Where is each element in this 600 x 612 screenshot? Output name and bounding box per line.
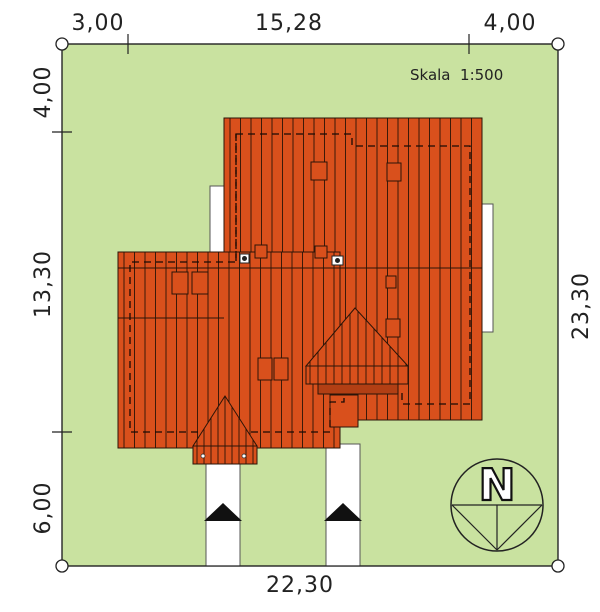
scale-label: Skala 1:500 (410, 66, 503, 84)
dim-top-right: 4,00 (484, 11, 537, 36)
side-wall-right (481, 203, 494, 333)
side-wall-left (209, 185, 225, 253)
roof-windows (171, 161, 402, 381)
dim-right: 23,30 (569, 272, 594, 340)
entrance-arrow-icon (204, 503, 242, 521)
dim-bottom: 22,30 (266, 573, 334, 598)
north-label: N (479, 460, 516, 511)
dim-left-top: 4,00 (31, 66, 56, 119)
north-arrow-icon: N (450, 458, 544, 552)
dim-left-bottom: 6,00 (31, 482, 56, 535)
dim-left-middle: 13,30 (31, 250, 56, 318)
dim-top-middle: 15,28 (255, 11, 323, 36)
dim-top-left: 3,00 (72, 11, 125, 36)
entrance-arrow-icon (324, 503, 362, 521)
